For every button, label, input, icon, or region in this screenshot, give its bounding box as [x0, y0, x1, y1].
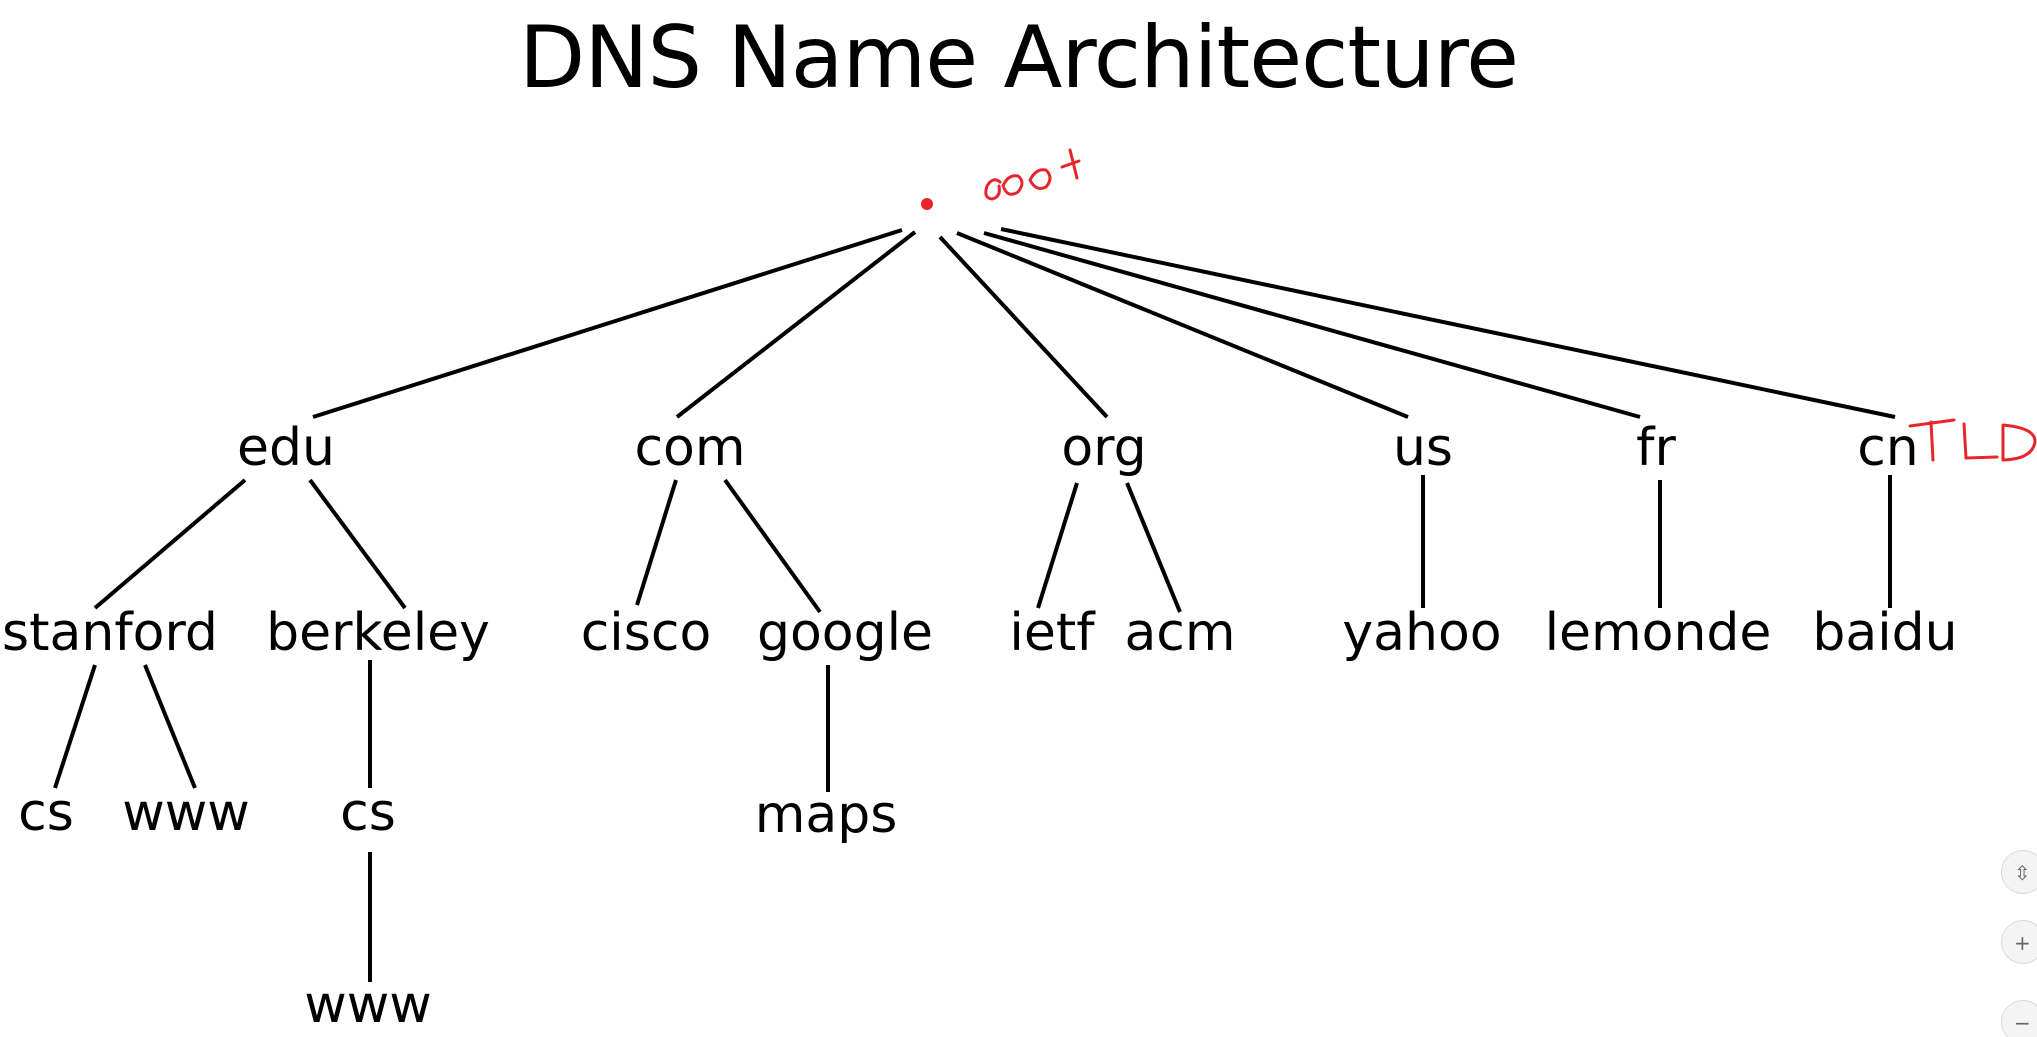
node-google: google: [757, 603, 933, 663]
edge-root-org: [938, 235, 1109, 419]
node-yahoo: yahoo: [1342, 603, 1501, 663]
fit-view-button[interactable]: ⇳: [2001, 850, 2037, 894]
node-stanford: stanford: [2, 603, 218, 663]
node-acm: acm: [1124, 603, 1235, 663]
node-fr: fr: [1636, 418, 1676, 478]
edge-edu-stanford: [93, 478, 247, 610]
root-annotation: [984, 148, 1081, 201]
edge-com-cisco: [635, 479, 678, 606]
node-cn: cn: [1857, 418, 1919, 478]
zoom-controls: ⇳ + −: [2001, 850, 2037, 1037]
node-ietf: ietf: [1009, 603, 1096, 663]
node-berkeley-cs-www: www: [304, 975, 432, 1035]
node-lemonde: lemonde: [1545, 603, 1772, 663]
edge-com-google: [723, 478, 822, 614]
edge-org-ietf: [1036, 482, 1079, 609]
node-us: us: [1393, 418, 1453, 478]
tld-annotation: [1908, 418, 2037, 462]
node-edu: edu: [237, 418, 335, 478]
edge-root-fr: [983, 231, 1641, 419]
node-berkeley-cs: cs: [340, 783, 396, 843]
page-title: DNS Name Architecture: [518, 8, 1519, 108]
edge-stanford-cs: [53, 664, 97, 789]
edge-org-acm: [1125, 482, 1182, 613]
root-edges: [312, 227, 1896, 419]
node-google-maps: maps: [755, 785, 898, 845]
edge-stanford-www: [143, 664, 197, 789]
node-org: org: [1061, 418, 1146, 478]
tld-annotation-ink: [1908, 418, 2037, 462]
node-stanford-www: www: [122, 783, 250, 843]
node-com: com: [634, 418, 745, 478]
node-baidu: baidu: [1812, 603, 1957, 663]
node-cisco: cisco: [581, 603, 712, 663]
edge-edu-berkeley: [308, 478, 407, 610]
edge-root-com: [675, 230, 917, 419]
root-node: [921, 198, 933, 210]
edge-root-edu: [312, 228, 903, 419]
zoom-out-button[interactable]: −: [2001, 1000, 2037, 1037]
second-level-edges: [53, 660, 830, 982]
root-annotation-ink: [984, 148, 1081, 201]
edge-root-cn: [1000, 227, 1896, 419]
node-berkeley: berkeley: [266, 603, 490, 663]
tld-edges: [93, 475, 1892, 614]
zoom-in-button[interactable]: +: [2001, 920, 2037, 964]
edge-root-us: [956, 231, 1409, 419]
node-stanford-cs: cs: [18, 783, 74, 843]
